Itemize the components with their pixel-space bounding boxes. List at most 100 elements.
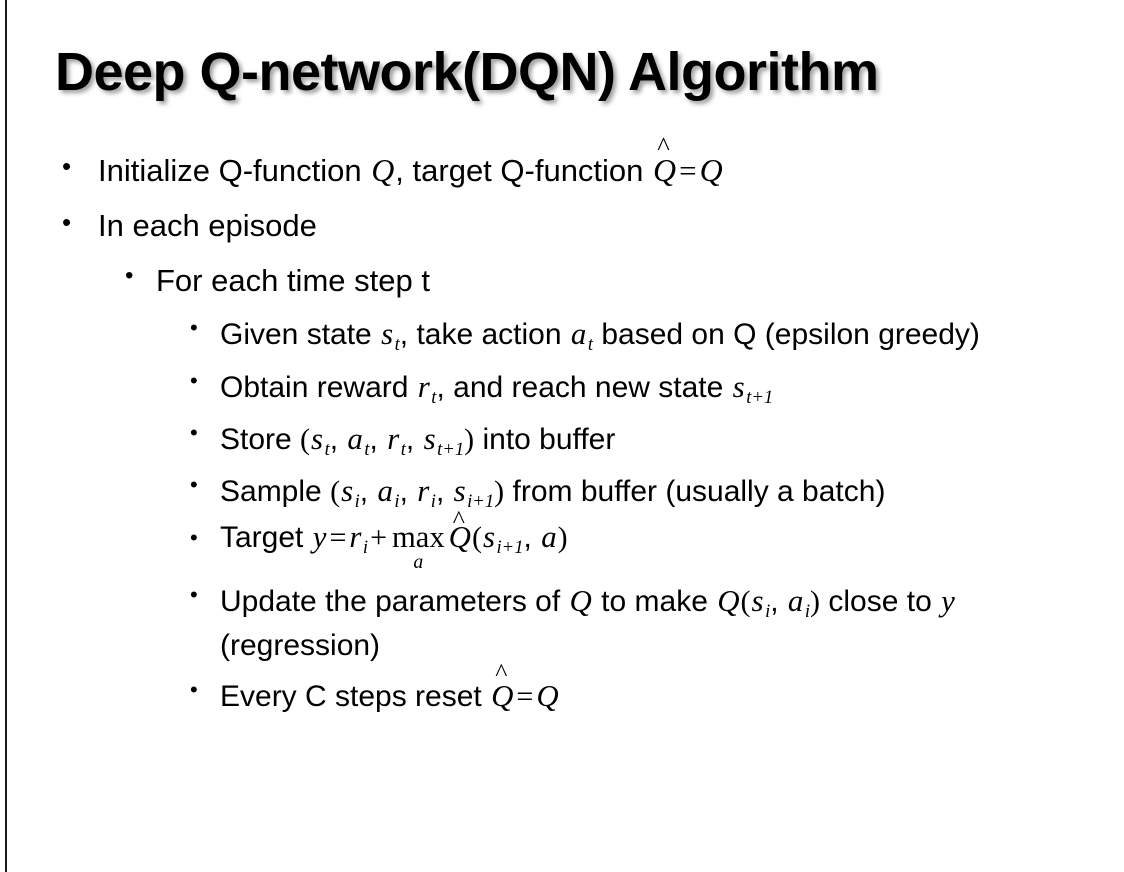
store-suffix: into buffer [474,423,616,457]
bullet-given-state: • Given state st, take action at based o… [0,312,1124,358]
symbol-a: a [570,316,587,352]
bullet-marker-icon: • [190,582,198,608]
max-limit-variable: a [413,551,424,574]
bullet-initialize-text: Initialize Q-function Q, target Q-functi… [98,131,724,193]
symbol-s-subscript: t [324,438,330,460]
symbol-q: Q [536,677,559,713]
target-prefix: Target [220,520,312,554]
bullet-sample-batch-text: Sample (si, ai, ri, si+1) from buffer (u… [220,469,885,515]
open-paren: ( [300,423,311,457]
symbol-r: r [349,518,362,554]
symbol-q: Q [569,583,592,619]
open-paren: ( [740,585,751,619]
symbol-q: Q [371,153,395,188]
close-paren: ) [464,423,475,457]
close-paren: ) [557,520,568,554]
given-state-suffix: based on Q (epsilon greedy) [593,318,980,352]
symbol-s-subscript: t [394,334,400,356]
bullet-for-each-time-step-text: For each time step t [156,263,430,299]
symbol-a-subscript: t [364,438,370,460]
symbol-q-function: Q [717,583,740,619]
symbol-s-subscript: i [765,601,771,622]
symbol-s-next: s [453,473,466,509]
symbol-s: s [311,421,324,457]
open-paren: ( [330,475,341,509]
symbol-r: r [417,368,430,404]
bullet-marker-icon: • [190,420,198,446]
symbol-r: r [417,473,430,509]
symbol-a: a [347,421,363,457]
close-paren: ) [810,585,821,619]
symbol-s-subscript: i [354,491,360,513]
symbol-r-subscript: t [431,386,437,408]
slide-left-accent-rule [5,0,7,872]
bullet-sample-batch: • Sample (si, ai, ri, si+1) from buffer … [0,469,1124,515]
symbol-y: y [312,518,327,554]
update-middle: to make [592,585,717,619]
symbol-s-next-subscript: t+1 [437,438,465,460]
bullet-reset-target-network: • Every C steps reset Q^=Q [0,657,1124,719]
symbol-y: y [941,583,955,619]
given-state-middle: , take action [399,318,570,352]
symbol-r: r [387,421,400,457]
obtain-reward-prefix: Obtain reward [220,370,417,404]
update-prefix: Update the parameters of [220,585,569,619]
bullet-marker-icon: • [62,207,72,238]
symbol-s: s [341,473,354,509]
symbol-s: s [751,583,764,619]
close-paren: ) [494,475,505,509]
sample-suffix: from buffer (usually a batch) [504,475,886,509]
max-label: max [391,519,445,554]
symbol-q-hat: Q^ [448,505,471,554]
comma-1: , [523,520,541,554]
symbol-s-next-subscript: i+1 [467,491,495,513]
symbol-a: a [541,518,557,554]
obtain-reward-middle: , and reach new state [436,370,732,404]
symbol-a: a [787,583,804,619]
bullet-marker-icon: • [190,524,198,550]
bullet-given-state-text: Given state st, take action at based on … [220,312,980,358]
sample-prefix: Sample [220,475,331,509]
bullet-marker-icon: • [125,262,134,290]
symbol-equals: = [516,679,534,713]
symbol-s-next-subscript: t+1 [746,386,774,408]
comma-1: , [359,475,377,509]
reset-prefix: Every C steps reset [220,679,491,713]
symbol-s-next: s [423,421,436,457]
store-prefix: Store [220,423,301,457]
bullet-marker-icon: • [190,676,198,702]
symbol-q-hat: Q^ [491,657,514,713]
symbol-s-next: s [482,518,496,554]
symbol-s-next: s [732,368,745,404]
bullet-for-each-time-step: • For each time step t [0,259,1124,303]
symbol-r-subscript: i [362,536,369,558]
comma-3: , [435,475,453,509]
symbol-equals: = [679,153,697,188]
bullet-marker-icon: • [190,472,198,498]
symbol-q-hat: Q^ [653,131,677,188]
initialize-middle: , target Q-function [395,153,653,188]
update-tail: (regression) [220,629,381,663]
bullet-marker-icon: • [62,151,72,181]
bullet-reset-target-network-text: Every C steps reset Q^=Q [220,657,560,719]
bullet-in-each-episode-text: In each episode [98,208,317,244]
symbol-equals: = [329,520,347,554]
symbol-a-subscript: i [804,601,811,622]
given-state-prefix: Given state [220,318,381,352]
symbol-plus: + [370,520,387,554]
symbol-a: a [377,473,393,509]
comma-2: , [399,475,417,509]
comma-1: , [329,423,347,457]
symbol-q-target: Q [699,153,723,188]
bullet-marker-icon: • [190,315,198,341]
symbol-s-next-subscript: i+1 [496,536,524,558]
bullet-marker-icon: • [190,367,198,393]
initialize-prefix: Initialize Q-function [98,153,371,188]
comma-1: , [770,585,787,619]
bullet-initialize: • Initialize Q-function Q, target Q-func… [0,131,1124,193]
bullet-update-parameters: • Update the parameters of Q to make Q(s… [0,579,1124,668]
